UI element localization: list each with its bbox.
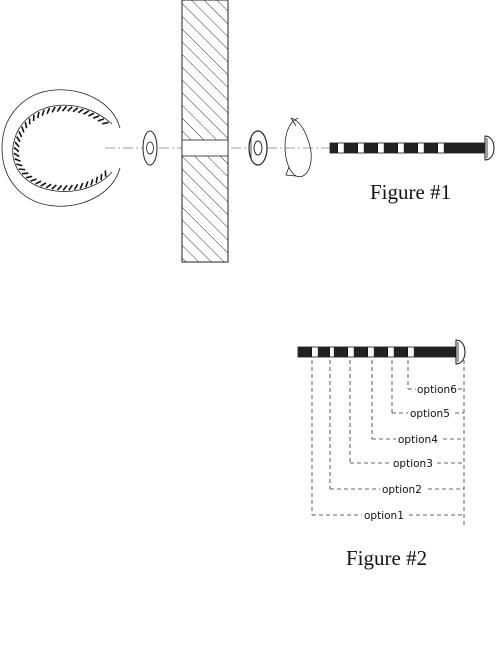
option2-label: option2	[382, 484, 422, 496]
wall-section	[181, 0, 229, 263]
option4-label: option4	[398, 434, 438, 446]
baseball-stitch-line	[12, 104, 113, 192]
figure-1-caption: Figure #1	[370, 180, 451, 204]
rotation-arrow-icon	[284, 117, 312, 178]
dimension-option5: option5	[391, 360, 464, 420]
threaded-bolt	[329, 135, 495, 161]
figure-2: option1 option2 option3 option4	[297, 339, 466, 570]
baseball-stitches	[13, 105, 109, 191]
dimension-option3: option3	[349, 360, 464, 470]
threaded-bolt-dimensioned	[297, 339, 466, 365]
dimension-option1: option1	[311, 360, 464, 522]
option1-label: option1	[364, 510, 404, 522]
figure-2-caption: Figure #2	[346, 546, 427, 570]
washer-left	[142, 130, 158, 166]
figure-1: Figure #1	[1, 0, 495, 263]
wall-bore-hole	[181, 139, 229, 157]
baseball-outline	[1, 89, 121, 207]
washer-right	[248, 130, 268, 166]
option3-label: option3	[393, 458, 433, 470]
option5-label: option5	[410, 408, 450, 420]
baseball-illustration	[1, 89, 121, 207]
option6-label: option6	[417, 384, 457, 396]
dimension-option4: option4	[371, 360, 464, 446]
dimension-option6: option6	[407, 360, 464, 396]
dimension-lines: option1 option2 option3 option4	[311, 360, 465, 528]
dimension-option2: option2	[329, 360, 464, 496]
